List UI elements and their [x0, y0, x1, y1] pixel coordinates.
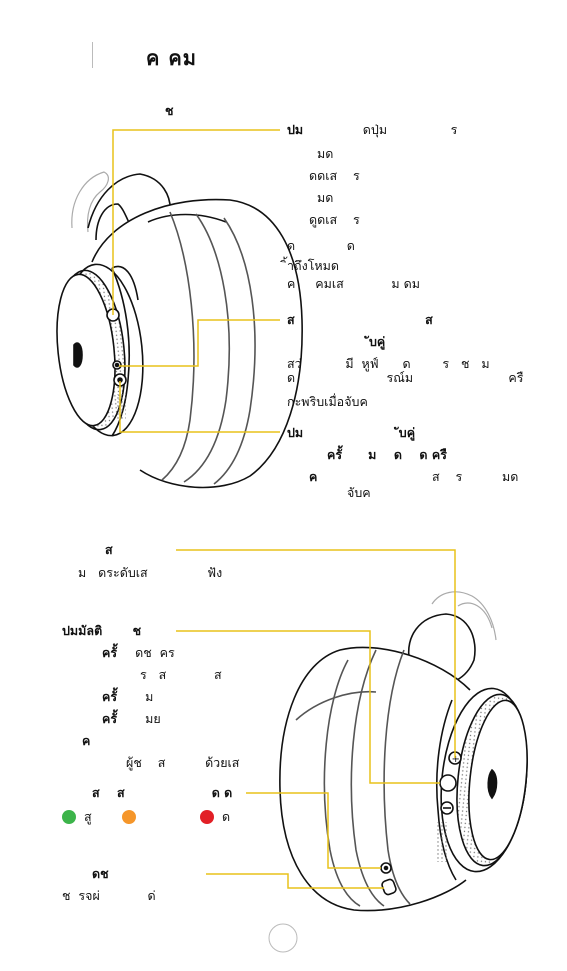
battery-title: ส ส ด ด: [92, 785, 233, 800]
button1-line-1: ปม ดปุ่ม ร: [287, 122, 458, 137]
callout-pairing-button: ปม ับคู่ ครั้ ม ด ด ครื ค ส ร มด จับค: [287, 423, 547, 503]
battery-orange-dot: [122, 810, 136, 824]
multi-line-5: ค: [82, 733, 91, 748]
button1-line-5: ดูดเส ร: [309, 212, 360, 227]
section-heading-controls: ช: [165, 103, 174, 118]
svg-text:+: +: [452, 754, 460, 765]
callout-status-light: ส ส ับคู่ สว่ มี หูฟ์ ด ร ช ม ด รณ์ม ครื…: [287, 310, 547, 410]
multi-line-3: ครั้ม: [102, 689, 154, 704]
battery-green-label: สู: [84, 809, 92, 824]
pairing-line-2a: ค: [309, 469, 318, 484]
button1-line-8: ค คมเส ม ดม: [287, 276, 420, 291]
battery-red-label: ด: [222, 809, 231, 824]
button1-line-4: มด: [317, 190, 334, 205]
callout-lines-top: [112, 129, 280, 433]
button1-line-7: ิ้าถึงโหมด: [287, 258, 340, 273]
charge-text: ช รจผ่ ด่: [62, 888, 156, 903]
multi-line-1: ครั้ดช คร: [102, 645, 175, 660]
button1-line-2: มด: [317, 146, 334, 161]
charge-title: ดช: [92, 866, 109, 881]
status-line-2: ด รณ์ม ครื: [287, 370, 524, 385]
button1-title: ปม: [287, 122, 304, 137]
battery-green-dot: [62, 810, 76, 824]
multi-line-2: ร ส ส: [140, 667, 222, 682]
multi-button-title: ปมมัลติ ช: [62, 623, 142, 638]
page-title: ค คม: [146, 46, 197, 70]
pairing-title: ปม ับคู่: [287, 425, 416, 440]
volume-title: ส: [105, 542, 113, 557]
multi-line-6: ผู้ช ส ด้วยเส: [126, 755, 240, 770]
headphone-left-view: [56, 171, 303, 489]
status-line-3: กะพริบเมื่อจับค: [287, 394, 368, 409]
status-title-2: ับคู่: [369, 334, 386, 349]
volume-text: ม ดระดับเส ฟัง: [78, 565, 223, 580]
pairing-line-3: จับค: [347, 485, 371, 500]
status-line-1: สว่ มี หูฟ์ ด ร ช ม: [287, 356, 490, 371]
headphone-right-view: +: [279, 591, 528, 912]
button1-line-6: ด ด: [287, 238, 355, 253]
page-number-circle: [268, 923, 298, 953]
status-title: ส ส: [287, 312, 433, 327]
header-divider: [92, 42, 93, 68]
pairing-line-1: ครั้ ม ด ด ครื: [327, 447, 447, 462]
multi-line-4: ครั้มย: [102, 711, 161, 726]
button1-line-3: ดดเส ร: [309, 168, 360, 183]
battery-red-dot: [200, 810, 214, 824]
multi-button-list: ครั้ดช คร ร ส ส ครั้ม ครั้มย ค ผู้ช ส ด้…: [62, 643, 282, 783]
pairing-line-2b: ส ร มด: [432, 469, 519, 484]
callout-lines-bottom: [176, 549, 456, 889]
